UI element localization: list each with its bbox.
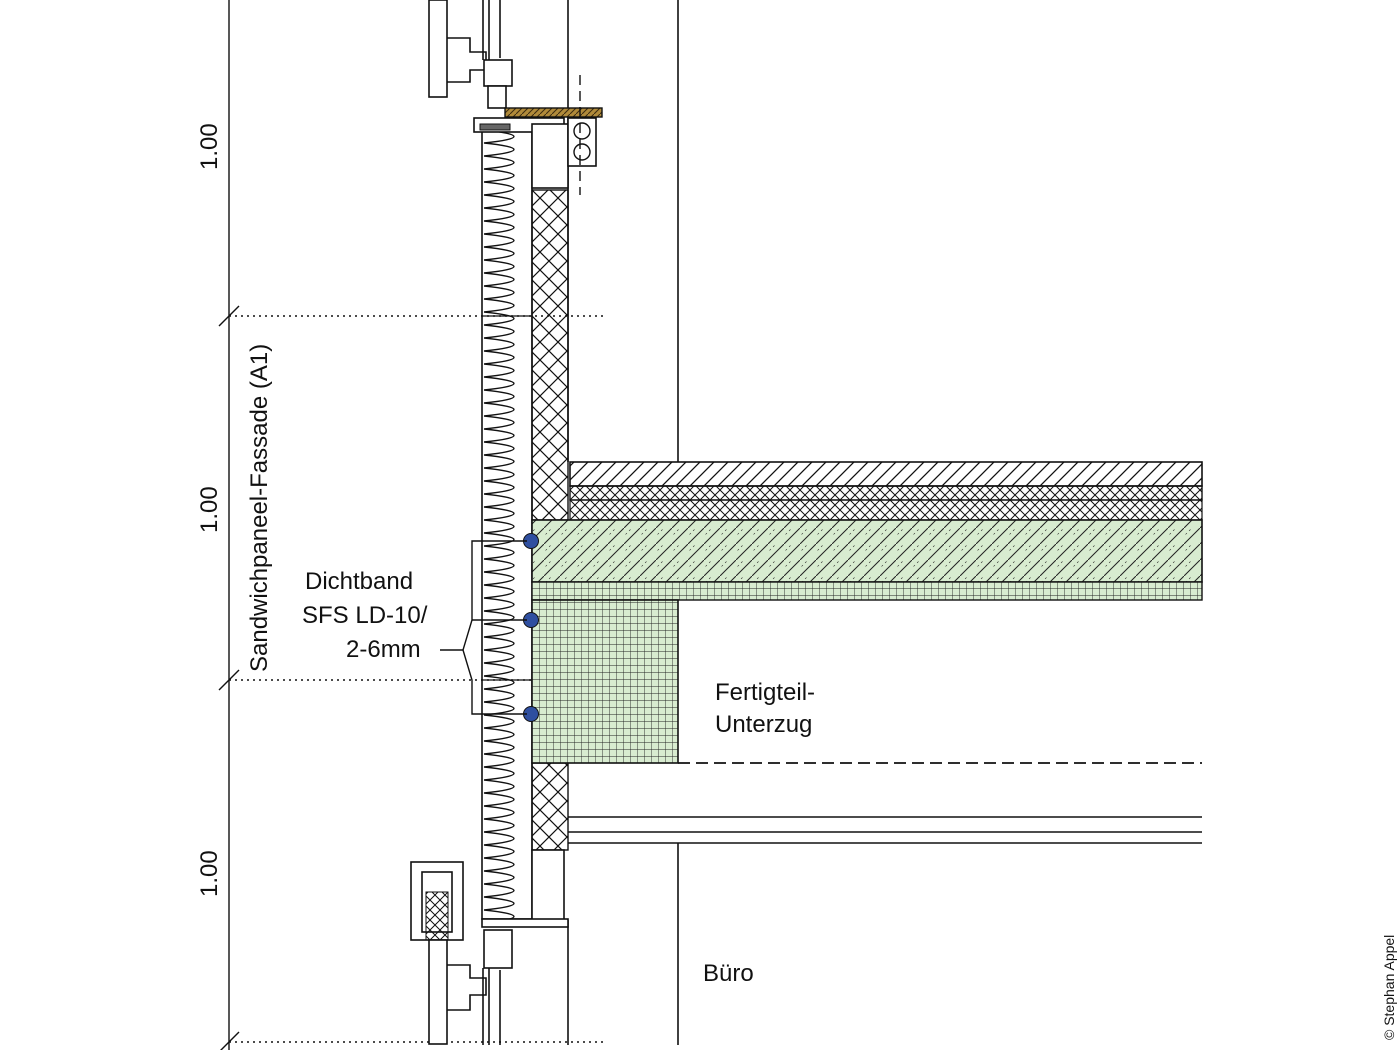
upper-window — [428, 0, 513, 109]
insulation-upper — [531, 189, 569, 521]
sandwich-panel — [481, 123, 533, 920]
seal-dots — [523, 533, 539, 722]
copyright-label: © Stephan Appel — [1381, 934, 1397, 1040]
precast-beam — [531, 599, 679, 764]
lower-window — [410, 849, 569, 1045]
unterzug-label-line2: Unterzug — [715, 711, 813, 738]
dichtband-label-line3: 2-6mm — [346, 636, 421, 663]
concrete-slab — [531, 519, 1203, 583]
facade-label: Sandwichpaneel-Fassade (A1) — [246, 343, 273, 672]
dimension-label-top: 1.00 — [196, 123, 223, 170]
unterzug-label-line1: Fertigteil- — [715, 679, 816, 706]
slab-grid-band — [531, 581, 1203, 601]
label-bracket — [440, 540, 527, 715]
floor-buildup — [569, 461, 1203, 521]
ceiling — [568, 816, 1202, 844]
window-head — [473, 75, 603, 195]
dichtband-label-line1: Dichtband — [305, 568, 414, 595]
room-label: Büro — [703, 960, 754, 987]
insulation-lower — [531, 762, 569, 851]
dimension-label-bottom: 1.00 — [196, 850, 223, 897]
dimension-label-middle: 1.00 — [196, 486, 223, 533]
dichtband-label-line2: SFS LD-10/ — [302, 602, 428, 629]
